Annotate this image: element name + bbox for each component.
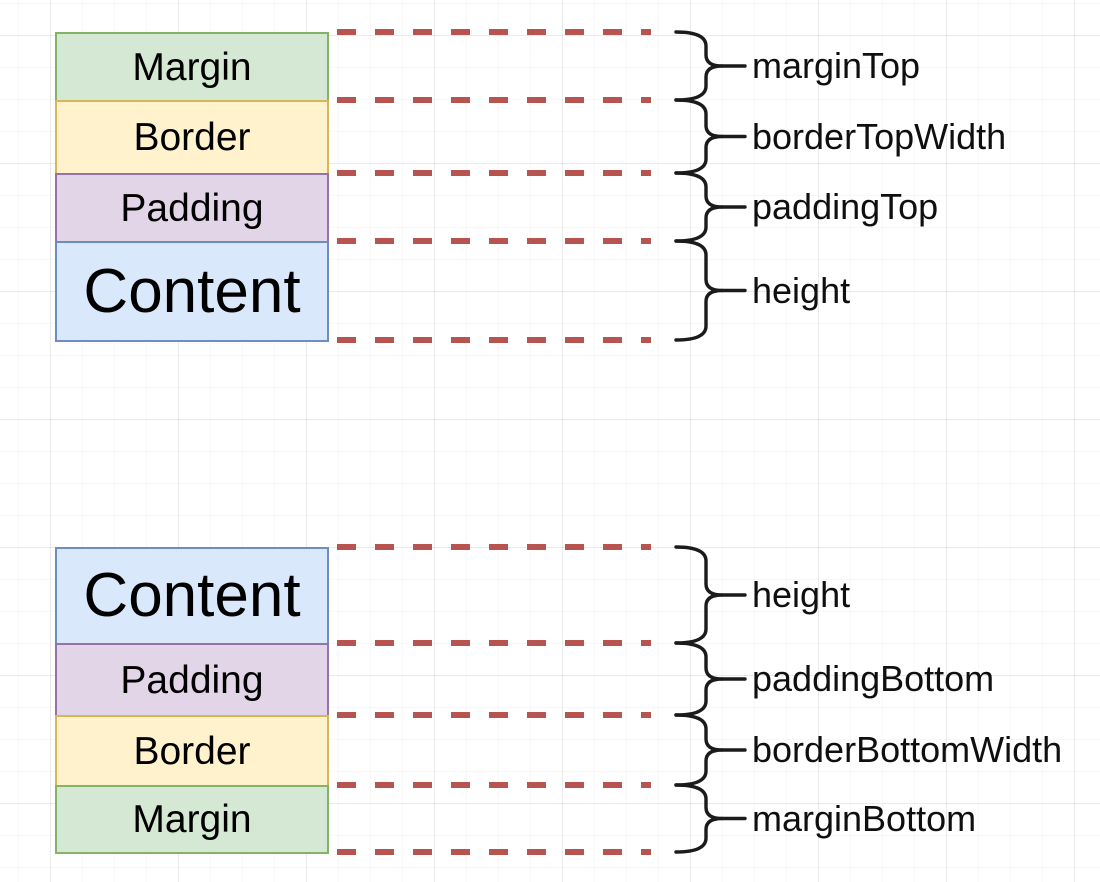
box-border-top: Border <box>55 100 329 175</box>
annotation-margin-bottom: marginBottom <box>752 798 977 839</box>
curly-brace-height-bottom <box>674 545 724 645</box>
box-content-bottom: Content <box>55 547 329 645</box>
box-padding-top: Padding <box>55 173 329 243</box>
curly-brace-padding-bottom <box>674 641 724 717</box>
box-label: Border <box>133 116 251 159</box>
box-label: Margin <box>132 798 252 841</box>
annotation-border-bottom-width: borderBottomWidth <box>752 729 1063 770</box>
curly-brace-margin-top <box>674 30 724 102</box>
curly-brace-height-top <box>674 239 724 342</box>
annotation-height-top: height <box>752 270 851 311</box>
annotation-border-top-width: borderTopWidth <box>752 116 1007 157</box>
curly-brace-padding-top <box>674 171 724 243</box>
annotation-margin-top: marginTop <box>752 45 921 86</box>
box-content-top: Content <box>55 241 329 342</box>
box-border-bottom: Border <box>55 715 329 787</box>
box-label: Margin <box>132 45 252 89</box>
annotation-padding-top: paddingTop <box>752 186 939 227</box>
box-label: Content <box>83 256 301 326</box>
curly-brace-border-top <box>674 98 724 175</box>
box-label: Border <box>133 729 251 773</box>
box-padding-bottom: Padding <box>55 643 329 717</box>
annotation-padding-bottom: paddingBottom <box>752 658 995 699</box>
curly-brace-margin-bottom <box>674 783 724 854</box>
box-margin-bottom: Margin <box>55 785 329 854</box>
curly-brace-border-bottom <box>674 713 724 787</box>
box-label: Padding <box>120 658 264 702</box>
box-margin-top: Margin <box>55 32 329 102</box>
box-label: Content <box>83 561 301 630</box>
box-label: Padding <box>120 186 264 230</box>
annotation-height-bottom: height <box>752 574 851 615</box>
